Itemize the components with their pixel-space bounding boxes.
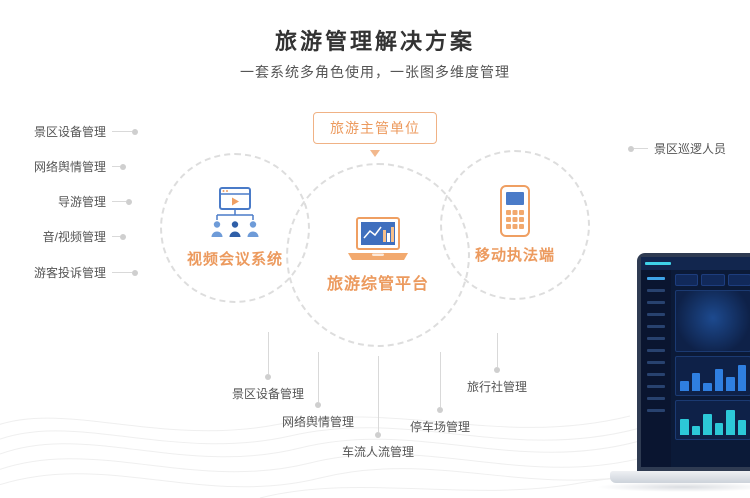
connector-line: [112, 166, 120, 167]
gov-unit-box: 旅游主管单位: [313, 112, 437, 144]
connector-dot: [120, 233, 126, 240]
video-conference-icon: [211, 187, 259, 237]
left-label-row: 导游管理: [30, 193, 132, 210]
connector-dot: [132, 128, 138, 135]
left-label-row: 游客投诉管理: [30, 264, 138, 281]
laptop-shadow: [596, 482, 750, 492]
page-title: 旅游管理解决方案: [274, 29, 475, 54]
bottom-label-row: 旅行社管理: [455, 333, 539, 395]
left-label: 景区设备管理: [33, 125, 106, 139]
bottom-label: 网络舆情管理: [281, 415, 354, 429]
bottom-label-row: 车流人流管理: [336, 356, 420, 460]
connector-dot: [120, 163, 126, 170]
dashboard-sidebar: [641, 270, 671, 467]
mobile-enforcement-device-icon: [499, 185, 530, 237]
node-label-mobile-enforcement: 移动执法端: [474, 247, 555, 264]
down-arrow-icon: [370, 150, 380, 157]
connector-line: [496, 333, 498, 367]
connector-line: [317, 352, 319, 402]
dashboard-map-panel: [675, 290, 750, 352]
connector-line: [439, 352, 441, 407]
dashboard-stat-chips: [675, 274, 750, 286]
bottom-label: 旅行社管理: [466, 380, 527, 394]
connector-line: [377, 356, 379, 432]
page-subtitle: 一套系统多角色使用，一张图多维度管理: [240, 64, 510, 80]
bottom-label: 景区设备管理: [231, 387, 304, 401]
connector-dot: [375, 432, 381, 438]
node-management-platform: 旅游综管平台: [286, 163, 470, 347]
left-label-row: 景区设备管理: [30, 123, 138, 140]
connector-dot: [126, 198, 132, 205]
node-mobile-enforcement: 移动执法端: [440, 150, 590, 300]
connector-dot: [628, 145, 634, 152]
left-label-row: 音/视频管理: [30, 228, 126, 245]
connector-line: [112, 201, 126, 202]
connector-line: [112, 272, 132, 273]
connector-dot: [265, 374, 271, 380]
laptop-base: [610, 471, 750, 483]
connector-line: [112, 131, 132, 132]
connector-line: [267, 332, 269, 374]
connector-line: [112, 236, 120, 237]
node-video-conference: 视频会议系统: [160, 153, 310, 303]
dashboard-bar-chart: [675, 356, 750, 396]
bottom-label-row: 景区设备管理: [226, 332, 310, 402]
left-label: 网络舆情管理: [33, 160, 106, 174]
connector-dot: [494, 367, 500, 373]
dashboard-mockup: [641, 257, 750, 467]
management-platform-laptop-icon: [347, 216, 408, 260]
left-label: 导游管理: [57, 195, 106, 209]
left-label-row: 网络舆情管理: [30, 158, 126, 175]
right-label: 景区巡逻人员: [654, 142, 727, 156]
connector-dot: [437, 407, 443, 413]
connector-dot: [315, 402, 321, 408]
left-label: 游客投诉管理: [33, 266, 106, 280]
node-label-management-platform: 旅游综管平台: [326, 275, 429, 293]
connector-dot: [132, 269, 138, 276]
dashboard-bar-chart-secondary: [675, 400, 750, 440]
left-label: 音/视频管理: [42, 230, 106, 244]
bottom-label-row: 网络舆情管理: [276, 352, 360, 430]
connector-line: [634, 148, 648, 149]
dashboard-topbar: [641, 257, 750, 270]
node-label-video-conference: 视频会议系统: [186, 251, 283, 268]
bottom-label-row: 停车场管理: [398, 352, 482, 435]
dashboard-logo: [645, 262, 671, 265]
bottom-label: 车流人流管理: [341, 445, 414, 459]
laptop-screen: [637, 253, 750, 471]
bottom-label: 停车场管理: [409, 420, 470, 434]
right-label-row: 景区巡逻人员: [628, 140, 726, 157]
dashboard-content: [671, 270, 750, 467]
